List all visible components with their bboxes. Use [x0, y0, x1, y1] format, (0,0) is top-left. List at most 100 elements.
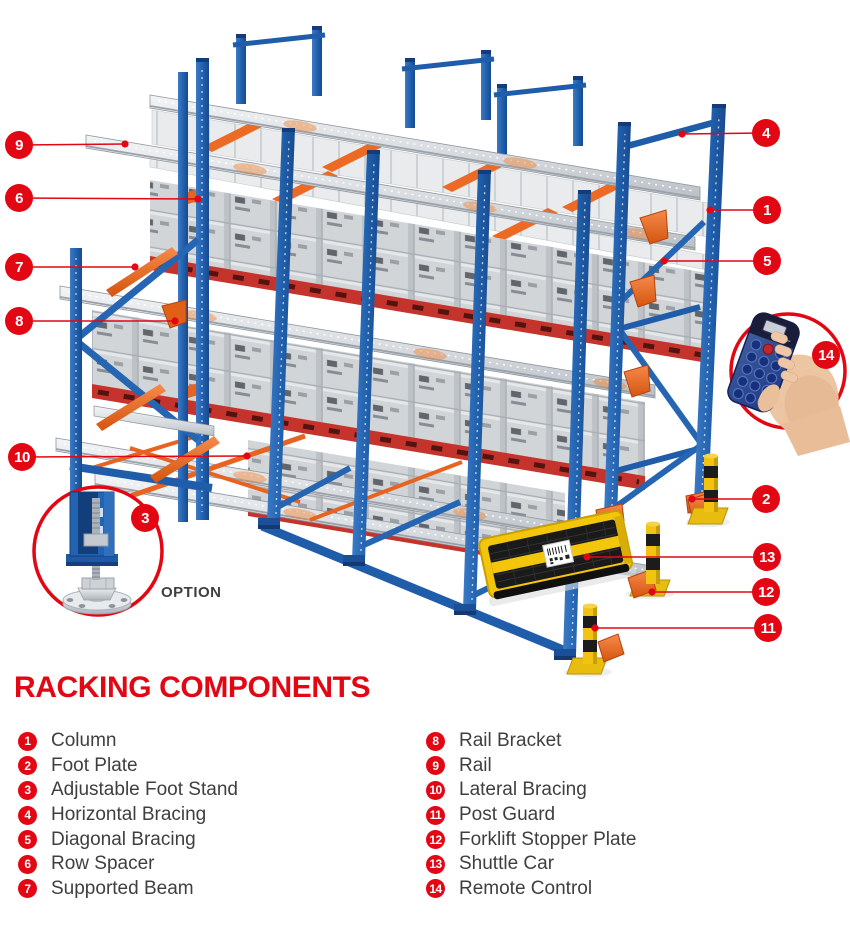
legend-item-7: 7 Supported Beam [18, 877, 238, 902]
legend-badge-7: 7 [18, 879, 37, 899]
row-spacer [188, 383, 198, 398]
callout-badge-5: 5 [753, 247, 781, 275]
goalpost-frame [401, 50, 495, 128]
diagonal-bracing [611, 320, 703, 444]
legend-item-1: 1 Column [18, 729, 238, 754]
horizontal-bracing [619, 118, 717, 152]
rail-bracket [623, 364, 651, 398]
legend-badge-2: 2 [18, 756, 37, 776]
legend-item-13: 13 Shuttle Car [426, 852, 636, 877]
lateral-bracing [309, 460, 463, 522]
callout-badge-13: 13 [753, 543, 781, 571]
legend-label-14: Remote Control [459, 877, 593, 899]
callout-badge-12: 12 [752, 578, 780, 606]
diagonal-bracing [355, 499, 462, 551]
legend-item-10: 10 Lateral Bracing [426, 778, 636, 803]
legend-label-1: Column [51, 730, 117, 752]
legend-badge-6: 6 [18, 854, 37, 874]
callout-badge-2: 2 [752, 485, 780, 513]
callout-badge-10: 10 [8, 443, 36, 471]
callout-badge-1: 1 [753, 196, 781, 224]
legend-item-6: 6 Row Spacer [18, 852, 238, 877]
leader-lines [18, 132, 768, 629]
page-title: RACKING COMPONENTS [14, 671, 371, 704]
callout-badge-11: 11 [754, 614, 782, 642]
legend-badge-4: 4 [18, 805, 37, 825]
post-guard [564, 603, 625, 677]
remote-control-inset [727, 312, 850, 456]
post-guard [686, 453, 730, 527]
leader-dots [121, 130, 714, 632]
callout-badge-8: 8 [5, 307, 33, 335]
legend-badge-3: 3 [18, 780, 37, 800]
legend-badge-9: 9 [426, 756, 445, 776]
thumb [757, 384, 781, 412]
column [258, 128, 295, 529]
post-guard [626, 521, 674, 599]
column [454, 170, 491, 615]
legend-badge-10: 10 [426, 780, 445, 800]
callout-badge-7: 7 [5, 253, 33, 281]
legend-label-3: Adjustable Foot Stand [51, 779, 238, 801]
option-label: OPTION [161, 584, 222, 601]
shuttle-car [478, 509, 637, 607]
column [178, 72, 188, 522]
callout-badge-9: 9 [5, 131, 33, 159]
legend-badge-11: 11 [426, 805, 445, 825]
legend-label-5: Diagonal Bracing [51, 828, 196, 850]
callout-badge-6: 6 [5, 184, 33, 212]
supported-beam [150, 436, 220, 483]
hand [765, 354, 850, 456]
legend-badge-8: 8 [426, 731, 445, 751]
legend-badge-13: 13 [426, 854, 445, 874]
legend-item-4: 4 Horizontal Bracing [18, 803, 238, 828]
pallet-strip [150, 256, 708, 363]
legend-label-13: Shuttle Car [459, 853, 555, 875]
legend-item-9: 9 Rail [426, 754, 636, 779]
top-frames [232, 26, 587, 154]
legend-label-9: Rail [459, 754, 492, 776]
legend-column-left: 1 Column 2 Foot Plate 3 Adjustable Foot … [18, 729, 238, 901]
legend-label-11: Post Guard [459, 804, 556, 826]
legend-item-8: 8 Rail Bracket [426, 729, 636, 754]
legend-item-12: 12 Forklift Stopper Plate [426, 827, 636, 852]
column [604, 122, 631, 516]
callout-badge-14: 14 [812, 341, 840, 369]
legend-label-12: Forklift Stopper Plate [459, 828, 637, 850]
lateral-bracing [84, 430, 211, 472]
legend-item-11: 11 Post Guard [426, 803, 636, 828]
legend-item-14: 14 Remote Control [426, 877, 636, 902]
legend-badge-5: 5 [18, 830, 37, 850]
goalpost-frame [232, 26, 326, 104]
legend-item-5: 5 Diagonal Bracing [18, 827, 238, 852]
legend-label-2: Foot Plate [51, 754, 138, 776]
front-columns [258, 128, 591, 660]
column [343, 150, 380, 566]
callout-badge-3: 3 [131, 504, 159, 532]
legend-badge-12: 12 [426, 830, 445, 850]
diagonal-bracing [77, 237, 201, 339]
goalpost-frame [493, 76, 587, 154]
legend-label-8: Rail Bracket [459, 730, 562, 752]
callout-badge-4: 4 [752, 119, 780, 147]
diagonal-bracing [270, 465, 352, 513]
legend-badge-1: 1 [18, 731, 37, 751]
legend-label-10: Lateral Bracing [459, 779, 587, 801]
supported-beam [96, 384, 166, 431]
forklift-stopper-plate [597, 633, 625, 663]
adjustable-foot-stand-inset [32, 485, 164, 617]
supported-beam [106, 247, 178, 297]
rail-bracket [629, 274, 657, 308]
legend-badge-14: 14 [426, 879, 445, 899]
legend-column-right: 8 Rail Bracket 9 Rail 10 Lateral Bracing… [426, 729, 636, 901]
column [694, 104, 726, 502]
rail-bracket [639, 209, 669, 245]
legend-label-7: Supported Beam [51, 877, 194, 899]
diagonal-bracing [612, 443, 702, 511]
legend-label-6: Row Spacer [51, 853, 155, 875]
legend-label-4: Horizontal Bracing [51, 804, 207, 826]
fingers [770, 331, 798, 383]
legend-item-2: 2 Foot Plate [18, 754, 238, 779]
